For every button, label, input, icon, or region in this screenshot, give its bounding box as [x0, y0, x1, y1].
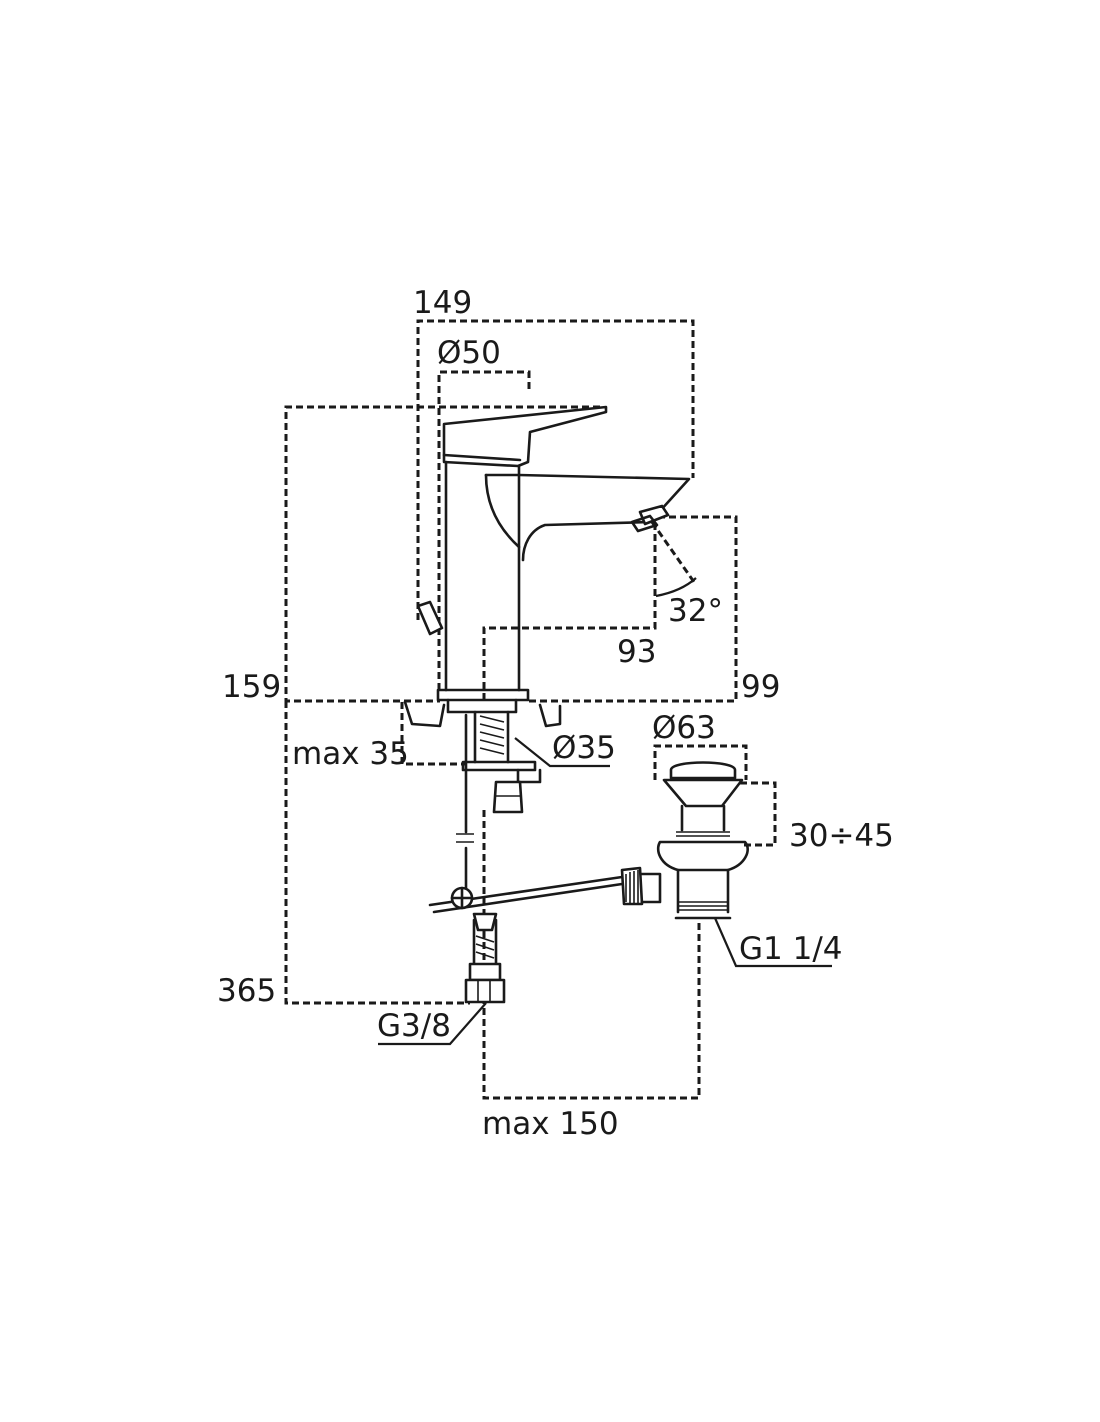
label-deck-thickness: max 35	[292, 736, 409, 772]
waste-assembly	[656, 761, 749, 920]
leader-lines	[378, 577, 832, 1046]
label-waste-thread: G1 1/4	[739, 931, 843, 967]
flex-hose	[464, 912, 506, 1004]
label-hose-thread: G3/8	[377, 1008, 451, 1044]
label-body-diameter: Ø50	[437, 335, 501, 371]
label-spout-height: 99	[741, 669, 780, 705]
label-hose-length: 365	[217, 973, 276, 1009]
pop-up-rod	[428, 866, 662, 914]
label-spout-reach: 93	[617, 634, 656, 670]
label-waste-diameter: Ø63	[652, 710, 716, 746]
label-shank-diameter: Ø35	[552, 730, 616, 766]
dimension-labels: 149 Ø50 159 99 93 32° max 35 Ø35 Ø63 30÷…	[217, 285, 894, 1142]
label-spray-angle: 32°	[668, 593, 723, 629]
fixing-kit	[403, 698, 562, 897]
label-overall-width: 149	[413, 285, 472, 321]
label-pull-rod-reach: max 150	[482, 1106, 619, 1142]
label-waste-height: 30÷45	[789, 818, 894, 854]
faucet-body	[416, 405, 691, 702]
label-total-height: 159	[222, 669, 281, 705]
